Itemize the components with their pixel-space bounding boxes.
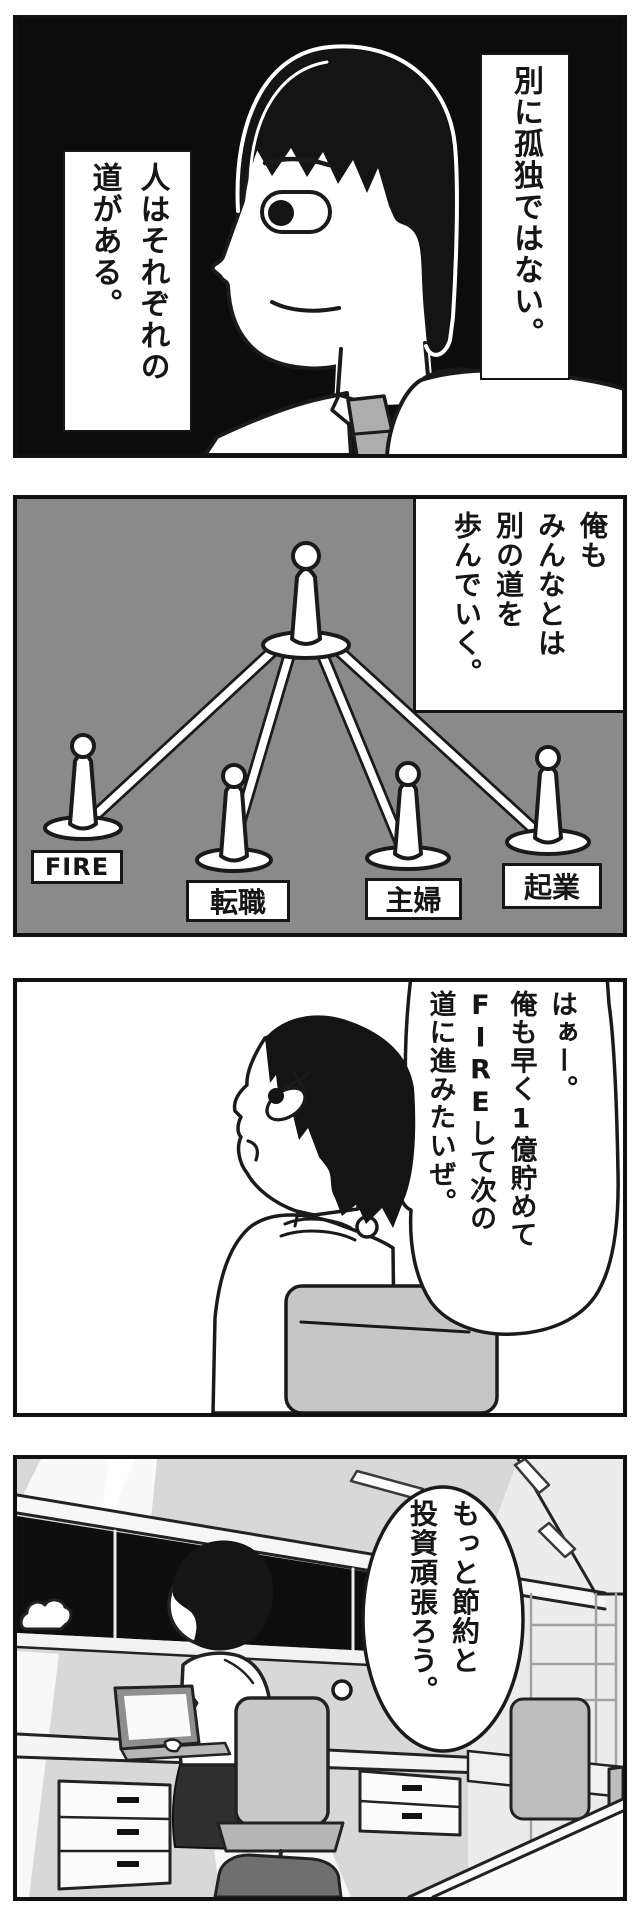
eyebrow (283, 1070, 311, 1091)
eyebrow (262, 156, 332, 168)
panel4-office-scene-art (17, 1459, 623, 1897)
label-text: FIRE (44, 853, 110, 881)
fire-figure (43, 733, 123, 841)
worker-hair (173, 1540, 274, 1651)
kigyou-figure (505, 745, 591, 856)
caption-box: 俺も みんなとは 別の道を 歩んでいく。 (413, 499, 623, 713)
drawer-unit-left (57, 1779, 172, 1891)
panel3-man-looking-up-art (17, 982, 623, 1413)
hair (265, 1015, 416, 1228)
hair (239, 49, 454, 354)
label-fire: FIRE (31, 850, 123, 884)
caption-box-left: 人はそれぞれの 道がある。 (63, 150, 192, 432)
hand (163, 1738, 183, 1753)
thought-bubble (361, 1485, 525, 1753)
pupil (268, 1088, 284, 1104)
chair-right-a (509, 1697, 591, 1821)
label-kigyou: 起業 (502, 863, 602, 909)
label-tenshoku: 転職 (186, 880, 290, 922)
label-text: 起業 (523, 871, 580, 904)
tie (346, 394, 400, 454)
laptop (113, 1684, 232, 1762)
shirt-left (203, 391, 353, 454)
cloud (19, 1598, 73, 1631)
office-chair (284, 1284, 499, 1413)
mouth (270, 300, 341, 313)
light-beam (17, 1651, 59, 1897)
central-figure (261, 541, 351, 660)
panel-4: もっと節約と 投資頑張ろう。 (13, 1455, 627, 1901)
thought-bubble-tail (331, 1679, 353, 1701)
pupil (268, 200, 294, 226)
caption-text: 別に孤独ではない。 (508, 65, 543, 349)
foreground-chair (213, 1853, 343, 1897)
thought-text: もっと節約と 投資頑張ろう。 (406, 1499, 481, 1705)
caption-text: 人はそれぞれの 道がある。 (86, 162, 170, 383)
thought-text: はぁー。 俺も早く1億貯めて FIREして次の 道に進みたいぜ。 (424, 990, 578, 1250)
drawer-unit-right (358, 1769, 462, 1837)
label-text: 主婦 (385, 884, 442, 917)
panel-2: 俺も みんなとは 別の道を 歩んでいく。 FIRE 転職 主婦 起業 (13, 495, 627, 937)
thought-text-area: もっと節約と 投資頑張ろう。 (363, 1499, 523, 1745)
worker-chair (216, 1696, 345, 1897)
light-beam (102, 1459, 157, 1519)
thought-text-area: はぁー。 俺も早く1億貯めて FIREして次の 道に進みたいぜ。 (419, 990, 609, 1350)
shufu-figure (365, 761, 451, 871)
shirt-right (385, 368, 623, 454)
panel-3: はぁー。 俺も早く1億貯めて FIREして次の 道に進みたいぜ。 (13, 978, 627, 1417)
caption-box-right: 別に孤独ではない。 (480, 53, 570, 380)
tenshoku-figure (195, 763, 273, 873)
mouth (246, 1139, 259, 1162)
panel-1: 別に孤独ではない。 人はそれぞれの 道がある。 (13, 15, 627, 458)
caption-text: 俺も みんなとは 別の道を 歩んでいく。 (450, 511, 609, 688)
label-shufu: 主婦 (365, 878, 462, 920)
label-text: 転職 (209, 886, 266, 919)
